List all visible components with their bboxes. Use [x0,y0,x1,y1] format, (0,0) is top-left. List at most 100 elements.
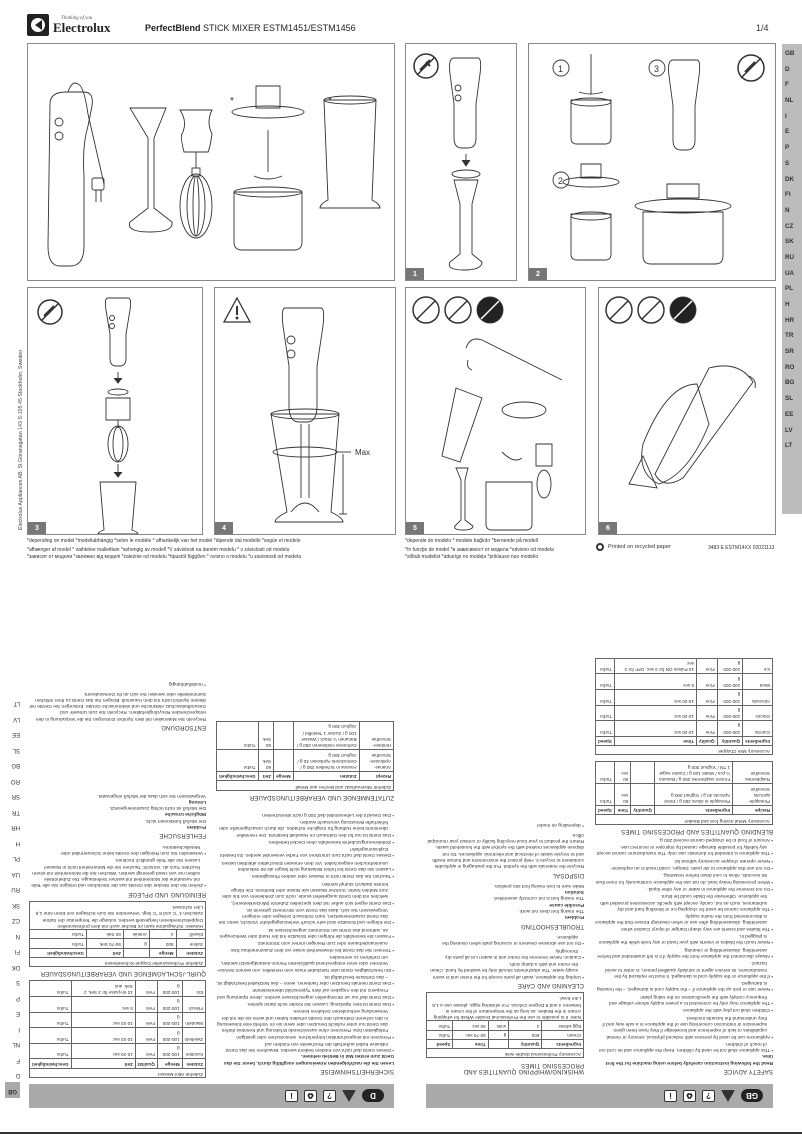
language-index-i: I [18,1026,20,1032]
language-tab-tr[interactable]: TR [785,332,794,340]
language-index-lv: LV [13,716,20,722]
language-tab-sl[interactable]: SL [785,395,794,403]
footnote-line: *зависит от модели *залежно від моделі *… [27,554,301,560]
column-header: Geschwindigkeit [29,948,87,958]
table-cell: Ananas-Aprikosen-Smoothie [359,749,394,772]
table-cell [630,783,655,806]
list-item: Always disconnect the appliance from the… [595,945,773,958]
language-tab-n[interactable]: N [785,206,790,214]
language-index-cz: CZ [12,917,20,924]
list-item: The appliance cannot be used for choppin… [595,892,773,911]
table-cell: 60 sec [452,1020,489,1031]
gb-safety-list: This appliance shall not be used by chil… [595,836,773,1052]
table-cell: Turbo [595,720,615,737]
language-tab-dk[interactable]: DK [785,175,795,183]
language-tab-sr[interactable]: SR [785,348,794,356]
electrolux-logo: Thinking of you Electrolux [27,14,111,36]
language-tab-nl[interactable]: NL [785,97,794,105]
table-cell: units [488,1020,509,1031]
list-item: The blades and inserts are very sharp! D… [595,912,773,931]
table-cell: Turbo [216,749,259,772]
language-tab-cz[interactable]: CZ [785,222,794,230]
language-tab-i[interactable]: I [785,112,787,120]
document-title: PerfectBlend STICK MIXER ESTM1451/ESTM14… [145,23,356,33]
page-number: 1/4 [756,23,769,33]
table-cell: Turbo [29,1012,72,1028]
language-tab-ua[interactable]: UA [785,269,795,277]
table-cell: 100-200 g [157,980,183,997]
column-header: Geschwindigkeit [29,1058,72,1069]
list-item: Appliances can be used by persons with r… [595,1013,773,1039]
language-index-pl: PL [12,855,20,862]
table-cell: 10-20 sec [614,705,697,721]
table-cell: Ice [742,658,773,674]
language-tab-bg[interactable]: BG [785,379,795,387]
footnote-line: *depending on model *modellabhängig *sel… [27,538,301,544]
footnote-line: *în funcţie de model *в зависимост от мо… [405,547,554,553]
column-header: Speed [595,805,615,815]
gb-troubleshooting-title: TROUBLESHOOTING [520,922,584,929]
language-tab-ro[interactable]: RO [785,363,795,371]
recycle-icon [596,543,604,551]
language-tab-ru[interactable]: RU [785,253,795,261]
table-cell: Carrots [742,720,773,737]
question-icon: ? [323,1090,336,1102]
table-cell: Fine [696,720,718,737]
table-cell: Fine [696,689,718,706]
language-tab-sk[interactable]: SK [785,238,794,246]
warning-icon [342,1090,356,1102]
language-tab-s[interactable]: S [785,159,790,167]
d-safety-list: Dieses Gerät darf nicht von Kindern bedi… [216,810,394,1052]
language-tab-fi[interactable]: FI [785,191,791,199]
language-tab-gb[interactable]: GB [785,50,795,57]
language-tab-ee[interactable]: EE [785,410,794,418]
table-cell: 50-70 sec [452,1030,489,1040]
table-cell: Turbo [29,929,87,939]
list-item: Never touch the blades or inserts with y… [595,932,773,944]
list-item: This appliance shall not be used by chil… [595,1040,773,1052]
table-cell: Ananas in Scheiben 250 g / Getrocknete A… [293,749,360,772]
list-item: Do not use abrasive cleaners or scouring… [426,933,584,945]
table-cell: Turbo [595,705,615,721]
column-header: Zutaten [176,948,206,958]
table-cell: Fein [135,996,158,1013]
language-tab-hr[interactable]: HR [785,316,795,324]
language-tab-p[interactable]: P [785,144,790,152]
list-item: Ein beschädigtes Gerät oder Netzkabel mu… [216,953,394,972]
gb-whisk-title: WHISKING/WHIPPING QUANTITIES AND PROCESS… [463,1061,584,1074]
language-tab-lv[interactable]: LV [785,426,793,434]
table-cell: Fleisch [182,996,206,1013]
document-code: 3483 E ESTM14XX 02021113 [708,545,775,551]
list-item: The appliance may only be connected to a… [595,992,773,1005]
language-index-f: F [16,1057,20,1063]
column-header: Menge [157,1058,183,1069]
d-safety-intro: Lesen Sie die nachfolgenden Anweisungen … [223,1053,394,1065]
table-cell: 4 [149,929,177,939]
gb-cleaning-list: Unplug the appliance, wash all parts exc… [426,933,584,979]
column-header: Zeit [86,948,124,958]
footnote-line: *depende do modelo * modele bağlıdır *be… [405,538,538,544]
table-cell [273,749,294,772]
d-blend-table: Zubehör Mixeraufsatz und Becher aus Meta… [216,721,394,791]
language-tab-f[interactable]: F [785,81,789,89]
language-tab-h[interactable]: H [785,301,790,308]
table-cell: 10-20 sec [71,1027,136,1044]
language-tab-lt[interactable]: LT [785,442,793,450]
language-tab-d[interactable]: D [785,65,790,73]
figure-4-illustration: Max [222,296,370,523]
column-header: Zutaten [293,771,360,781]
d-disposal-title: ENTSORGUNG [160,724,206,730]
table-cell: Fine [696,658,718,674]
language-tab-pl[interactable]: PL [785,285,794,293]
table-cell: Fein [135,1043,158,1059]
language-tab-e[interactable]: E [785,128,790,136]
table-cell: Turbo [595,761,615,784]
language-index-fi: FI [14,948,20,955]
svg-text:2: 2 [558,176,563,186]
